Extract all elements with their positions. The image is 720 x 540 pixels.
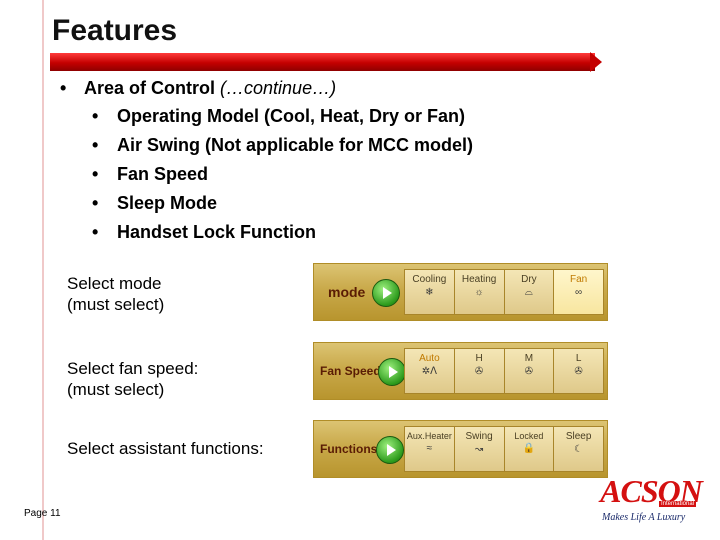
fan-high-icon: ✇ bbox=[474, 366, 484, 377]
caption-line: Select mode bbox=[67, 274, 162, 293]
option-label: M bbox=[524, 353, 534, 364]
locked-button[interactable]: Locked 🔒 bbox=[504, 427, 555, 471]
mode-cooling-button[interactable]: Cooling ❄ bbox=[405, 270, 455, 314]
aux-heater-button[interactable]: Aux.Heater ≈ bbox=[405, 427, 455, 471]
slide-title: Features bbox=[52, 14, 178, 47]
fan-speed-panel: Fan Speed Auto✲ᐱ H✇ M✇ L✇ bbox=[313, 342, 608, 400]
arrow-right-icon bbox=[378, 358, 406, 386]
mode-heating-button[interactable]: Heating ☼ bbox=[454, 270, 505, 314]
title-underline-bar bbox=[50, 53, 595, 71]
arrow-right-icon bbox=[372, 279, 400, 307]
bullet-marker: • bbox=[92, 106, 99, 126]
title-bar-arrow-tip bbox=[590, 52, 602, 72]
option-label: Heating bbox=[461, 274, 497, 285]
option-label: Auto bbox=[419, 353, 440, 364]
mode-panel: mode Cooling ❄ Heating ☼ Dry ⌓ Fan ∞ bbox=[313, 263, 608, 321]
option-label: H bbox=[475, 353, 483, 364]
option-label: Swing bbox=[465, 431, 493, 442]
fan-high-button[interactable]: H✇ bbox=[454, 349, 505, 393]
option-label: L bbox=[575, 353, 582, 364]
caption-select-mode: Select mode (must select) bbox=[67, 273, 164, 315]
option-label: Dry bbox=[521, 274, 537, 285]
left-margin-rule bbox=[42, 0, 44, 540]
brand-tagline: Makes Life A Luxury bbox=[602, 512, 686, 523]
swing-button[interactable]: Swing ↝ bbox=[454, 427, 505, 471]
heater-icon: ≈ bbox=[426, 443, 433, 454]
sub-bullet-text: Air Swing (Not applicable for MCC model) bbox=[117, 135, 474, 155]
mode-fan-button[interactable]: Fan ∞ bbox=[554, 270, 603, 314]
moon-icon: ☾ bbox=[574, 444, 584, 455]
bullet-marker: • bbox=[92, 135, 99, 155]
option-label: Fan bbox=[570, 274, 588, 285]
bullet-marker: • bbox=[92, 164, 99, 184]
caption-line: (must select) bbox=[67, 295, 165, 314]
fan-low-button[interactable]: L✇ bbox=[554, 349, 603, 393]
option-label: Cooling bbox=[412, 274, 447, 285]
main-bullet-text: Area of Control (…continue…) bbox=[84, 78, 336, 99]
brand-sub: International bbox=[658, 501, 696, 507]
sleep-button[interactable]: Sleep ☾ bbox=[554, 427, 603, 471]
lock-icon: 🔒 bbox=[522, 443, 536, 454]
option-label: Aux.Heater bbox=[406, 431, 452, 441]
swing-icon: ↝ bbox=[474, 444, 484, 455]
fan-auto-icon: ✲ᐱ bbox=[421, 366, 437, 377]
option-label: Sleep bbox=[565, 431, 592, 442]
fan-speed-button-group: Auto✲ᐱ H✇ M✇ L✇ bbox=[404, 348, 604, 394]
fan-speed-panel-label: Fan Speed bbox=[320, 364, 381, 378]
bullet-marker: • bbox=[92, 222, 99, 242]
bullet-marker: • bbox=[60, 78, 67, 98]
sub-bullet-text: Handset Lock Function bbox=[117, 222, 317, 242]
main-bullet-note: (…continue…) bbox=[220, 78, 337, 98]
sub-bullet-text: Sleep Mode bbox=[117, 193, 218, 213]
sub-bullet-text: Operating Model (Cool, Heat, Dry or Fan) bbox=[117, 106, 466, 126]
dry-icon: ⌓ bbox=[524, 287, 533, 298]
heat-icon: ☼ bbox=[474, 287, 484, 298]
mode-panel-label: mode bbox=[328, 284, 366, 300]
fan-medium-icon: ✇ bbox=[524, 366, 534, 377]
main-bullet-label: Area of Control bbox=[84, 78, 216, 98]
page-number: Page 11 bbox=[24, 508, 61, 519]
caption-line: (must select) bbox=[67, 380, 165, 399]
caption-select-functions: Select assistant functions: bbox=[67, 439, 264, 458]
arrow-right-icon bbox=[376, 436, 404, 464]
mode-button-group: Cooling ❄ Heating ☼ Dry ⌓ Fan ∞ bbox=[404, 269, 604, 315]
mode-dry-button[interactable]: Dry ⌓ bbox=[504, 270, 555, 314]
fan-low-icon: ✇ bbox=[574, 366, 583, 377]
caption-line: Select fan speed: bbox=[67, 359, 199, 378]
acson-logo: ACSON International Makes Life A Luxury bbox=[600, 475, 703, 528]
functions-panel-label: Functions bbox=[320, 442, 378, 456]
option-label: Locked bbox=[514, 431, 544, 441]
snowflake-icon: ❄ bbox=[425, 287, 434, 298]
bullet-marker: • bbox=[92, 193, 99, 213]
fan-auto-button[interactable]: Auto ✲ᐱ bbox=[405, 349, 455, 393]
functions-panel: Functions Aux.Heater ≈ Swing ↝ Locked 🔒 Sle… bbox=[313, 420, 608, 478]
sub-bullet-text: Fan Speed bbox=[117, 164, 209, 184]
fan-icon: ∞ bbox=[575, 287, 583, 298]
functions-button-group: Aux.Heater ≈ Swing ↝ Locked 🔒 Sleep ☾ bbox=[404, 426, 604, 472]
caption-select-fan-speed: Select fan speed: (must select) bbox=[67, 358, 198, 400]
fan-medium-button[interactable]: M✇ bbox=[504, 349, 555, 393]
